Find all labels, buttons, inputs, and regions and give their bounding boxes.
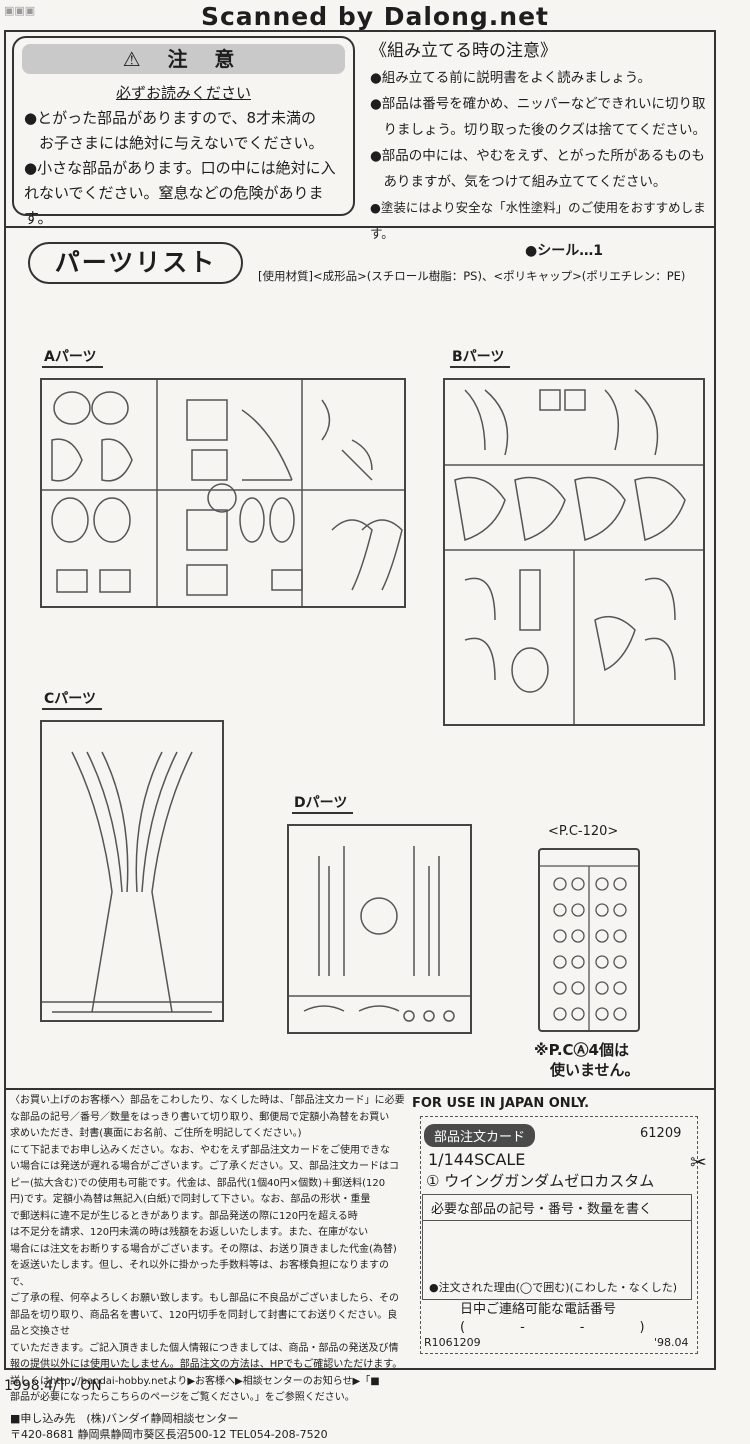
- runner-a-label: Aパーツ: [42, 346, 103, 368]
- order-date: '98.04: [654, 1336, 689, 1349]
- assembly-title: 《組み立てる時の注意》: [370, 41, 557, 61]
- notice-line: 求めいただき、封書(裏面にお名前、ご住所を明記してください。): [10, 1128, 302, 1139]
- assembly-line: りましょう。切り取った後のクズは捨ててください。: [370, 122, 707, 138]
- parts-list-title: パーツリスト: [28, 242, 243, 284]
- order-reason: ●注文された理由(◯で囲む)(こわした・なくした): [429, 1281, 678, 1294]
- runner-b-frame: [443, 378, 705, 726]
- assembly-line: ありますが、気をつけて組み立ててください。: [370, 174, 667, 190]
- seal-count: ●シール…1: [525, 243, 603, 259]
- print-code: 1998.4/T・ON: [4, 1378, 102, 1394]
- notice-line: い場合には発送が遅れる場合がございます。ご了承ください。又、部品注文カードはコ: [10, 1161, 399, 1172]
- assembly-line: ●塗装にはより安全な「水性塗料」のご使用をおすすめします。: [370, 200, 706, 241]
- caution-item: ないでください。窒息などの危険があります。: [24, 184, 324, 227]
- runner-a-parts: [42, 380, 404, 606]
- runner-d-parts: [289, 846, 470, 1022]
- phone-label: 日中ご連絡可能な電話番号: [460, 1302, 617, 1317]
- japan-only: FOR USE IN JAPAN ONLY.: [412, 1096, 590, 1111]
- notice-line: 〈お買い上げのお客様へ〉部品をこわしたり、なくした時は、「部品注文カード」に必要: [10, 1095, 405, 1106]
- order-card[interactable]: [420, 1116, 698, 1354]
- order-code: 61209: [640, 1126, 682, 1141]
- runner-c-label: Cパーツ: [42, 688, 102, 710]
- caution-item: お子さまには絶対に与えないでください。: [24, 134, 324, 152]
- order-product: ① ウイングガンダムゼロカスタム: [426, 1172, 655, 1190]
- notice-line: 詳しくはhttp://bandai-hobby.netより▶お客様へ▶相談センタ…: [10, 1375, 380, 1387]
- runner-b-parts: [445, 389, 703, 724]
- order-card-badge: 部品注文カード: [424, 1124, 536, 1147]
- caution-item: ●小さな部品があります。口の中には絶対に入れ: [24, 159, 336, 202]
- caution-title: ⚠ 注 意: [22, 44, 345, 74]
- notice-line: 報の提供以外には使用いたしません。部品注文の方法は、HPでもご確認いただけます。: [10, 1359, 403, 1370]
- runner-c-parts: [42, 751, 222, 1013]
- notice-line: にて下記までお申し込みください。なお、やむをえず部品注文カードをご使用できな: [10, 1144, 390, 1156]
- apply-address: 〒420-8681 静岡県静岡市葵区長沼500-12 TEL054-208-75…: [10, 1428, 328, 1441]
- manual-frame: [4, 30, 716, 1370]
- notice-line: 部品を切り取り、商品名を書いて、120円切手を同封して封書にてお送りください。良…: [10, 1309, 398, 1338]
- assembly-notes: 《組み立てる時の注意》 ●組み立てる前に説明書をよく読みましょう。 ●部品は番号…: [370, 36, 712, 247]
- notice-line: 円)です。定額小為替は無記入(白紙)で同封して下さい。なお、部品の形状・重量: [10, 1194, 371, 1205]
- pc-runner-frame: [538, 848, 640, 1032]
- runner-b-label: Bパーツ: [450, 346, 511, 368]
- pc-runner-label: <P.C-120>: [548, 824, 619, 839]
- notice-line: ていただきます。ご記入頂きました個人情報につきましては、商品・部品の発送及び情: [10, 1342, 399, 1354]
- divider-top: [4, 226, 716, 228]
- apply-label: ■申し込み先 (株)バンダイ静岡相談センター: [10, 1411, 239, 1425]
- caution-item: ●とがった部品がありますので、8才未満の: [24, 109, 317, 127]
- notice-line: で郵送料に違不足が生じるときがあります。部品発送の際に120円を超える時: [10, 1210, 358, 1222]
- runner-a-frame: [40, 378, 406, 608]
- pc-note: ※P.CⒶ4個は 使いません。: [534, 1040, 640, 1080]
- pc-runner-parts: [540, 865, 638, 1030]
- phone-fields[interactable]: ( - - ): [460, 1320, 649, 1335]
- notice-line: 場合には注文をお断りする場合がございます。その際は、お送り頂きました代金(為替): [10, 1243, 397, 1255]
- notice-line: な部品の記号／番号／数量をはっきり書いて切り取り、郵便局で定額小為替をお買い: [10, 1111, 390, 1123]
- caution-box: ⚠ 注 意 必ずお読みください ●とがった部品がありますので、8才未満の お子さ…: [12, 36, 355, 227]
- parts-request-box[interactable]: 必要な部品の記号・番号・数量を書く ●注文された理由(◯で囲む)(こわした・なく…: [422, 1194, 692, 1300]
- pc-note-line: 使いません。: [550, 1061, 640, 1079]
- scissors-icon: ✂: [690, 1150, 707, 1174]
- runner-d-label: Dパーツ: [292, 792, 354, 814]
- notice-line: を返送いたします。但し、それ以外に掛かった手数料等は、お客様負担になりますので、: [10, 1260, 389, 1288]
- notice-line: は不足分を請求、120円未満の時は残額をお返しいたします。また、在庫がない: [10, 1227, 369, 1238]
- materials-note: [使用材質]<成形品>(スチロール樹脂：PS)、<ポリキャップ>(ポリエチレン：…: [258, 269, 686, 283]
- divider-bottom: [4, 1088, 716, 1090]
- assembly-line: ●組み立てる前に説明書をよく読みましょう。: [370, 70, 651, 86]
- watermark-logo: ▣▣▣: [4, 4, 36, 17]
- runner-d-frame: [287, 824, 472, 1034]
- order-scale: 1/144SCALE: [428, 1150, 526, 1169]
- scan-banner: Scanned by Dalong.net: [200, 2, 549, 31]
- notice-line: ピー(拡大含む)での使用も可能です。代金は、部品代(1個40円×個数)＋郵送料(…: [10, 1177, 386, 1189]
- caution-subtitle: 必ずお読みください: [115, 84, 251, 102]
- pc-note-line: ※P.CⒶ4個は: [534, 1041, 629, 1059]
- order-number: R1061209: [424, 1336, 481, 1349]
- request-box-title: 必要な部品の記号・番号・数量を書く: [423, 1195, 691, 1221]
- runner-c-frame: [40, 720, 224, 1022]
- assembly-line: ●部品の中には、やむをえず、とがった所があるものも: [370, 148, 705, 164]
- assembly-line: ●部品は番号を確かめ、ニッパーなどできれいに切り取: [370, 96, 706, 112]
- notice-line: ご了承の程、何卒よろしくお願い致します。もし部品に不良品がございましたら、その: [10, 1293, 399, 1304]
